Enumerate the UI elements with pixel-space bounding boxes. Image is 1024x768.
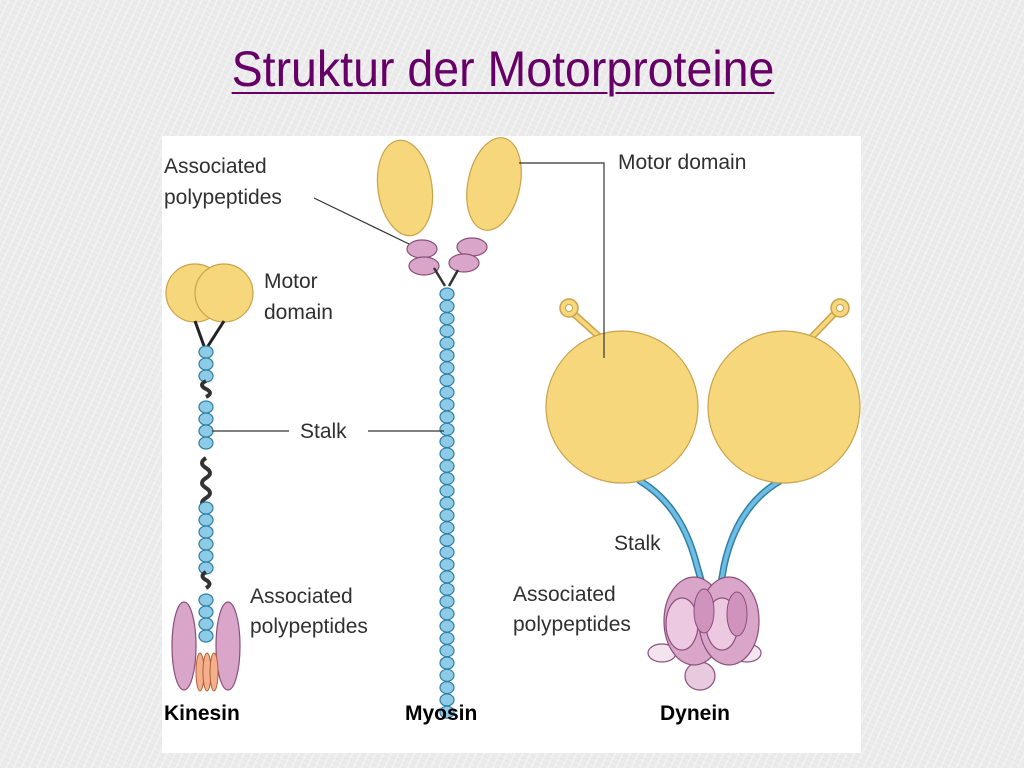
stalk-bead <box>439 324 455 338</box>
stalk-bead <box>439 373 455 387</box>
stalk-bead <box>439 644 455 658</box>
kinesin-stalk <box>198 345 214 643</box>
myosin-name: Myosin <box>405 702 477 725</box>
myosin-assoc-label-line1: Associated <box>164 155 267 178</box>
stalk-bead <box>198 629 214 643</box>
kinesin-hinge-1 <box>200 379 212 399</box>
myosin-light-chains-right <box>448 237 488 273</box>
stalk-bead <box>439 385 455 399</box>
stalk-bead <box>439 631 455 645</box>
stalk-bead <box>439 705 455 719</box>
stalk-bead <box>198 537 214 551</box>
stalk-bead <box>198 400 214 414</box>
kinesin-hinge-2 <box>200 456 212 510</box>
stalk-bead <box>439 521 455 535</box>
myosin-assoc-label-line2: polypeptides <box>164 186 282 209</box>
stalk-bead <box>439 459 455 473</box>
stalk-bead <box>439 680 455 695</box>
stalk-bead <box>198 412 214 426</box>
kinesin-motor-label-line1: Motor <box>264 270 318 293</box>
stalk-bead <box>198 549 214 563</box>
stalk-bead <box>439 570 455 584</box>
stalk-bead <box>439 508 455 522</box>
stalk-bead <box>198 424 214 438</box>
dynein-figure: Motor domain Stalk Associated polypeptid… <box>513 151 861 725</box>
myosin-assoc-leader <box>313 197 410 245</box>
kinesin-name: Kinesin <box>164 702 240 725</box>
myosin-light-chains-left <box>406 239 440 276</box>
dynein-assoc-label-line1: Associated <box>513 583 616 606</box>
stalk-bead <box>439 348 455 363</box>
diagram-panel: Motor domain Associated polypeptides Kin… <box>162 136 861 753</box>
stalk-bead <box>439 484 455 498</box>
stalk-bead <box>439 471 455 486</box>
kinesin-motor-label-line2: domain <box>264 301 333 324</box>
stalk-bead <box>198 513 214 527</box>
dynein-name: Dynein <box>660 702 730 725</box>
stalk-bead <box>439 435 455 449</box>
stalk-bead <box>439 496 455 510</box>
stalk-bead <box>439 398 455 412</box>
stalk-bead <box>439 668 455 682</box>
myosin-figure: Associated polypeptides Stalk Myosin <box>164 137 522 725</box>
kinesin-assoc-label-line1: Associated <box>250 585 353 608</box>
stalk-bead <box>439 656 455 670</box>
stalk-bead <box>198 605 214 619</box>
stalk-bead <box>439 545 455 559</box>
motor-protein-diagram: Motor domain Associated polypeptides Kin… <box>164 137 861 725</box>
myosin-motor-head-right <box>466 137 522 231</box>
kinesin-stalk-beads-lower <box>198 501 214 575</box>
kinesin-motor-head-right <box>194 263 254 323</box>
stalk-bead <box>198 593 214 607</box>
kinesin-stalk-beads-bottom <box>198 593 214 643</box>
stalk-bead <box>198 501 214 515</box>
kinesin-base-segments <box>195 652 219 692</box>
stalk-bead <box>439 607 455 621</box>
stalk-bead <box>439 594 455 609</box>
stalk-label: Stalk <box>300 420 347 443</box>
stalk-bead <box>439 582 455 596</box>
stalk-bead <box>439 422 455 436</box>
dynein-motor-domain-right <box>707 330 861 484</box>
dynein-stalk-label: Stalk <box>614 532 661 555</box>
dynein-associated-polypeptides <box>647 576 762 691</box>
kinesin-assoc-label-line2: polypeptides <box>250 615 368 638</box>
myosin-stalk <box>439 287 455 719</box>
stalk-bead <box>439 336 455 350</box>
myosin-motor-head-left <box>376 139 434 237</box>
dynein-motor-label: Motor domain <box>618 151 746 174</box>
slide-title: Struktur der Motorproteine <box>231 41 775 97</box>
stalk-bead <box>439 619 455 633</box>
myosin-neck <box>432 267 460 287</box>
kinesin-neck-linker <box>193 320 226 347</box>
stalk-bead <box>439 558 455 572</box>
stalk-bead <box>198 525 214 539</box>
dynein-assoc-label-line2: polypeptides <box>513 613 631 636</box>
stalk-bead <box>198 345 214 359</box>
stalk-bead <box>439 299 455 313</box>
stalk-bead <box>198 436 214 450</box>
stalk-bead <box>439 361 455 375</box>
kinesin-figure: Motor domain Associated polypeptides Kin… <box>164 263 368 725</box>
stalk-bead <box>439 287 455 301</box>
stalk-bead <box>439 312 455 326</box>
kinesin-stalk-beads-middle <box>198 400 214 450</box>
stalk-bead <box>198 617 214 631</box>
stalk-bead <box>439 447 455 461</box>
dynein-motor-domain-left <box>545 330 699 484</box>
stalk-bead <box>439 533 455 547</box>
motor-domain-leader <box>519 162 605 358</box>
stalk-bead <box>439 410 455 424</box>
stalk-bead <box>198 357 214 371</box>
kinesin-light-chain-left <box>171 601 197 691</box>
kinesin-stalk-beads-upper <box>198 345 214 383</box>
stalk-bead <box>198 369 214 383</box>
kinesin-hinge-3 <box>200 570 212 590</box>
kinesin-light-chain-right <box>215 601 241 691</box>
